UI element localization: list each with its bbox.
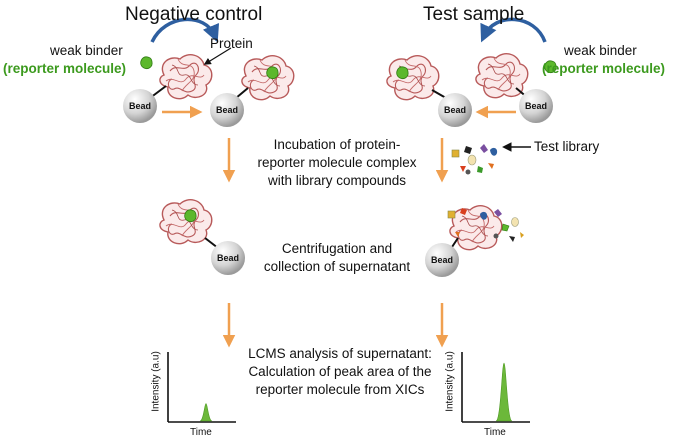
x-axis-label-right: Time [484, 427, 506, 438]
step-incubation: Incubation of protein- reporter molecule… [257, 137, 417, 188]
reporter-label-left: (reporter molecule) [3, 61, 127, 76]
reporter-molecule-left [140, 56, 153, 70]
bead-right-3: Bead [425, 243, 459, 277]
bead-left-2: Bead [210, 93, 244, 127]
protein-left-1 [159, 54, 213, 100]
bead-left-3: Bead [211, 241, 245, 275]
peak-area [199, 403, 213, 422]
reporter-label-right: (reporter molecule) [542, 61, 666, 76]
test-library-label: Test library [534, 139, 600, 154]
svg-text:Bead: Bead [444, 105, 466, 115]
title-negative-control: Negative control [125, 4, 263, 25]
protein-label: Protein [210, 36, 253, 51]
step-centrifugation: Centrifugation and collection of superna… [263, 241, 411, 274]
reporter-molecule-bound [396, 66, 409, 80]
chart-test-sample [461, 352, 530, 423]
reporter-molecule-bound [184, 209, 197, 223]
curved-arrow-left [150, 17, 220, 43]
weak-binder-label-right: weak binder [564, 43, 637, 58]
step-lcms: LCMS analysis of supernatant: Calculatio… [248, 346, 432, 397]
chart-negative-control [167, 352, 236, 423]
svg-text:Bead: Bead [216, 105, 238, 115]
svg-text:Bead: Bead [129, 101, 151, 111]
y-axis-label-left: Intensity (a.u) [150, 351, 162, 412]
bead-right-2: Bead [438, 93, 472, 127]
protein-left-3 [159, 199, 213, 245]
test-library-compounds [451, 144, 498, 175]
peak-area [495, 362, 513, 422]
weak-binder-label-left: weak binder [50, 43, 123, 58]
svg-text:Bead: Bead [525, 101, 547, 111]
x-axis-label-left: Time [190, 427, 212, 438]
protein-right-3 [449, 205, 503, 251]
curved-arrow-right [480, 17, 547, 43]
y-axis-label-right: Intensity (a.u) [444, 351, 456, 412]
title-test-sample: Test sample [423, 4, 525, 25]
reporter-molecule-bound [266, 66, 279, 80]
protein-left-2 [241, 55, 295, 101]
svg-text:Bead: Bead [217, 253, 239, 263]
protein-pointer [203, 47, 232, 65]
protein-right-2 [386, 55, 440, 101]
bound-library-compounds [447, 208, 524, 242]
bead-left-1: Bead [123, 89, 157, 123]
bead-right-1: Bead [519, 89, 553, 123]
svg-text:Bead: Bead [431, 255, 453, 265]
